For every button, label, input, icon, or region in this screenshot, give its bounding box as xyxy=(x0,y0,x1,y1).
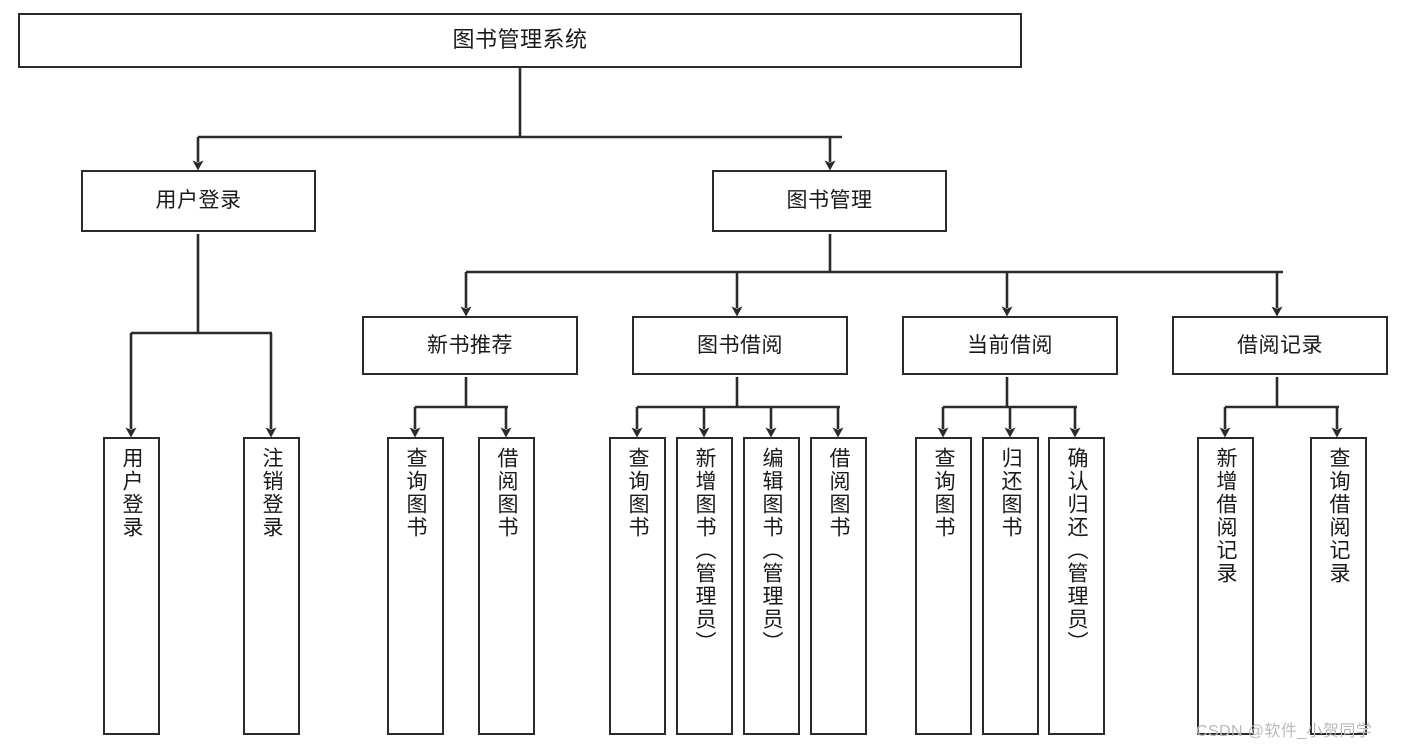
node-label: 用户登录 xyxy=(155,189,242,213)
node-label: 借阅图书 xyxy=(495,447,518,539)
node-label: 注销登录 xyxy=(260,447,283,539)
leaf-query-book-new[interactable]: 查询图书 xyxy=(387,437,444,735)
node-label: 新书推荐 xyxy=(427,333,513,357)
node-label: 查询图书 xyxy=(626,447,649,539)
leaf-borrow-book-new[interactable]: 借阅图书 xyxy=(478,437,535,735)
node-label: 新增图书（管理员） xyxy=(693,447,716,654)
leaf-add-borrow-record[interactable]: 新增借阅记录 xyxy=(1197,437,1254,735)
node-label: 新增借阅记录 xyxy=(1214,447,1237,585)
node-label: 借阅图书 xyxy=(827,447,850,539)
leaf-query-book-current[interactable]: 查询图书 xyxy=(915,437,972,735)
leaf-add-book-admin[interactable]: 新增图书（管理员） xyxy=(676,437,733,735)
node-root-book-management-system[interactable]: 图书管理系统 xyxy=(18,13,1022,68)
leaf-query-borrow-record[interactable]: 查询借阅记录 xyxy=(1310,437,1367,735)
leaf-confirm-return-admin[interactable]: 确认归还（管理员） xyxy=(1048,437,1105,735)
node-label: 确认归还（管理员） xyxy=(1065,447,1088,654)
node-label: 归还图书 xyxy=(999,447,1022,539)
node-user-login[interactable]: 用户登录 xyxy=(81,170,316,232)
csdn-watermark: CSDN @软件_小贺同学 xyxy=(1196,723,1373,740)
node-borrow-record[interactable]: 借阅记录 xyxy=(1172,316,1388,375)
node-new-book-recommend[interactable]: 新书推荐 xyxy=(362,316,578,375)
leaf-return-book[interactable]: 归还图书 xyxy=(982,437,1039,735)
node-label: 查询图书 xyxy=(932,447,955,539)
node-label: 查询图书 xyxy=(404,447,427,539)
node-label: 图书管理系统 xyxy=(452,27,588,53)
leaf-edit-book-admin[interactable]: 编辑图书（管理员） xyxy=(743,437,800,735)
leaf-logout[interactable]: 注销登录 xyxy=(243,437,300,735)
leaf-borrow-book[interactable]: 借阅图书 xyxy=(810,437,867,735)
node-label: 图书借阅 xyxy=(697,333,783,357)
node-label: 查询借阅记录 xyxy=(1327,447,1350,585)
leaf-query-book-borrow[interactable]: 查询图书 xyxy=(609,437,666,735)
node-label: 借阅记录 xyxy=(1237,333,1323,357)
node-book-management[interactable]: 图书管理 xyxy=(712,170,947,232)
node-label: 图书管理 xyxy=(786,189,873,213)
node-book-borrow[interactable]: 图书借阅 xyxy=(632,316,848,375)
node-label: 用户登录 xyxy=(120,447,143,539)
node-current-borrow[interactable]: 当前借阅 xyxy=(902,316,1118,375)
leaf-user-login[interactable]: 用户登录 xyxy=(103,437,160,735)
node-label: 编辑图书（管理员） xyxy=(760,447,783,654)
node-label: 当前借阅 xyxy=(967,333,1053,357)
